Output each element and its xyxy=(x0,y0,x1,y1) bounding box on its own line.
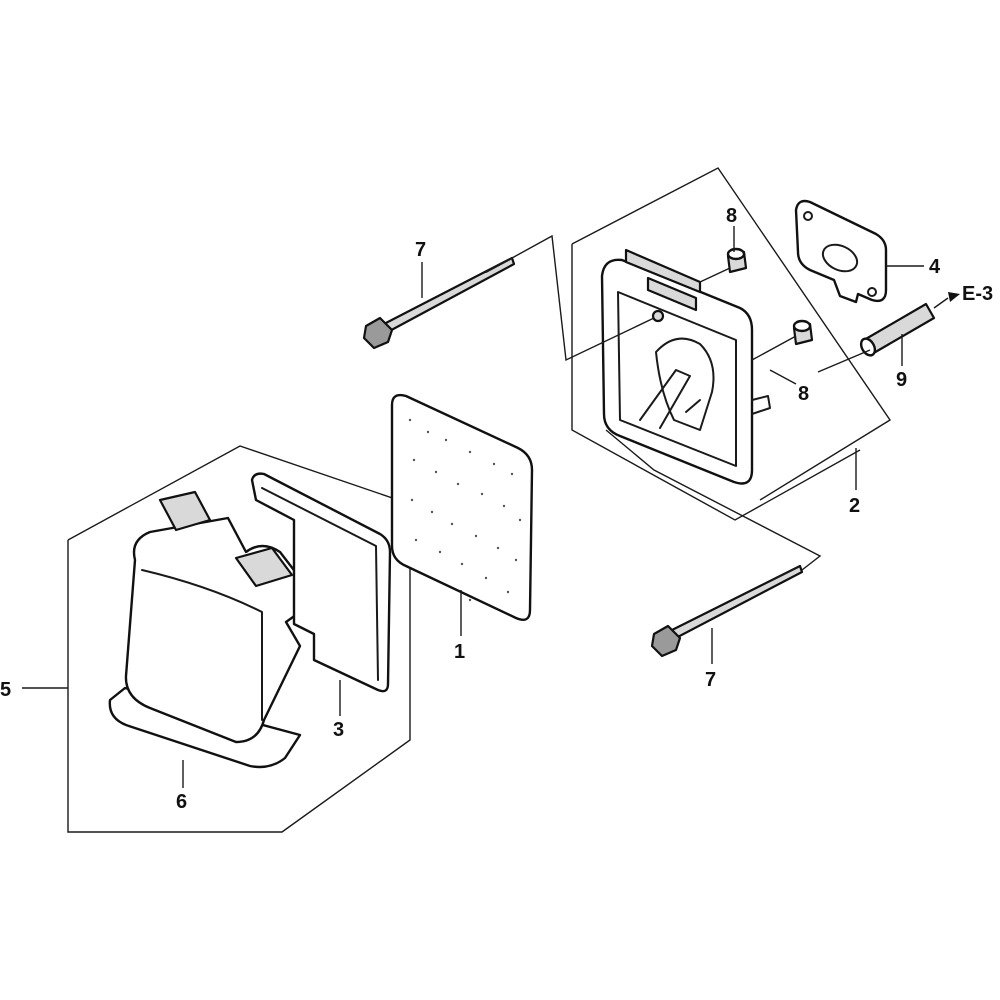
callout-8-mid: 8 xyxy=(798,383,809,405)
callout-labels: 1 2 3 4 5 6 7 7 8 8 9 E-3 xyxy=(0,205,993,813)
part-2-case xyxy=(600,248,771,485)
reference-e3[interactable]: E-3 xyxy=(962,283,993,305)
callout-7-top: 7 xyxy=(415,239,426,261)
callout-1: 1 xyxy=(454,641,465,663)
callout-9: 9 xyxy=(896,369,907,391)
part-1-filter-element xyxy=(390,393,534,621)
part-7-bolt-bottom xyxy=(650,564,804,658)
callout-3: 3 xyxy=(333,719,344,741)
group-outline-2 xyxy=(571,167,891,521)
callout-8-top: 8 xyxy=(726,205,737,227)
part-8-collar-mid xyxy=(792,319,814,346)
part-4-gasket xyxy=(794,199,888,304)
callout-2: 2 xyxy=(849,495,860,517)
part-6-cover xyxy=(108,490,302,769)
callout-6: 6 xyxy=(176,791,187,813)
leader-lines xyxy=(22,226,960,788)
part-9-tube xyxy=(859,302,936,357)
callout-4: 4 xyxy=(929,256,941,278)
group-outline-5 xyxy=(67,445,411,833)
arrow-head-icon xyxy=(948,292,960,302)
part-3-gasket xyxy=(250,472,392,693)
guide-lines xyxy=(511,234,871,571)
callout-7-bottom: 7 xyxy=(705,669,716,691)
callout-5: 5 xyxy=(0,679,11,701)
part-8-collar-top xyxy=(726,247,748,274)
filter-texture xyxy=(408,418,522,602)
part-7-bolt-top xyxy=(362,256,516,350)
